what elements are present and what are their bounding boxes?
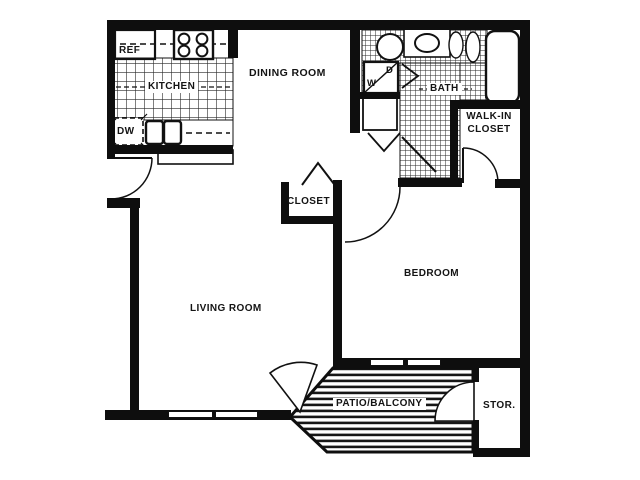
wall-wd-stub — [356, 92, 400, 99]
appliance-label-dryer: D — [386, 65, 394, 76]
room-label-bath: BATH — [427, 83, 462, 95]
wall-storage-left-a — [473, 368, 479, 382]
room-label-living: LIVING ROOM — [190, 303, 262, 314]
room-label-closet: CLOSET — [287, 196, 330, 207]
closet-bifold-chevron-icon — [301, 161, 335, 186]
room-label-storage: STOR. — [483, 400, 516, 411]
living-window-icon — [215, 411, 258, 418]
wall-walkin-top — [452, 100, 528, 109]
entry-door-swing-icon — [110, 157, 153, 200]
room-label-dining: DINING ROOM — [249, 67, 326, 79]
bedroom-window-icon — [407, 359, 441, 366]
walkin-closet-line2: CLOSET — [467, 123, 511, 135]
wall-hall-right — [495, 179, 528, 188]
wall-kitchen-bottom — [107, 145, 233, 154]
toilet-icon — [376, 33, 404, 61]
bathtub-icon — [484, 29, 521, 105]
storage-door-swing-icon — [434, 381, 475, 422]
wall-right — [520, 20, 530, 457]
wall-closet-left — [281, 182, 289, 224]
appliance-label-dishwasher: DW — [117, 126, 135, 137]
bath-door-swing-icon — [401, 136, 437, 173]
stove-burners-icon — [172, 28, 215, 61]
refrigerator — [113, 28, 157, 61]
room-label-walkin-closet: WALK-IN CLOSET — [456, 111, 522, 136]
wall-left-upper — [107, 20, 115, 159]
wall-storage-left-b — [473, 420, 479, 450]
wall-closet-bottom — [281, 216, 341, 224]
wall-dining-bath — [350, 20, 360, 133]
patio-door-swing-icon — [268, 361, 319, 414]
bedroom-window-icon — [370, 359, 404, 366]
appliance-label-washer: W — [367, 78, 377, 89]
appliance-label-refrigerator: REF — [119, 45, 141, 56]
wall-kitchen-dining-stub — [228, 20, 238, 58]
room-label-patio: PATIO/BALCONY — [333, 398, 426, 410]
linen-closet — [362, 96, 401, 153]
bifold-door-chevron-icon — [367, 132, 401, 153]
living-window-icon — [168, 411, 213, 418]
wall-hall-bath — [398, 178, 462, 187]
wall-top — [107, 20, 530, 30]
double-basin-sink-icon — [144, 119, 230, 146]
walkin-closet-line1: WALK-IN — [466, 111, 512, 122]
bedroom-door-swing-icon — [344, 186, 401, 243]
wall-living-bedroom — [333, 180, 342, 368]
room-label-kitchen: KITCHEN — [145, 81, 199, 93]
wall-left-lower — [130, 206, 139, 418]
wall-bath-walkin — [450, 100, 458, 187]
walkin-closet-door-swing-icon — [462, 147, 499, 184]
wall-storage-bottom — [473, 448, 528, 457]
bath-accessories — [448, 31, 481, 63]
vanity-sink-icon — [403, 28, 451, 58]
room-label-bedroom: BEDROOM — [404, 268, 460, 279]
wall-entry-jog — [107, 198, 140, 208]
